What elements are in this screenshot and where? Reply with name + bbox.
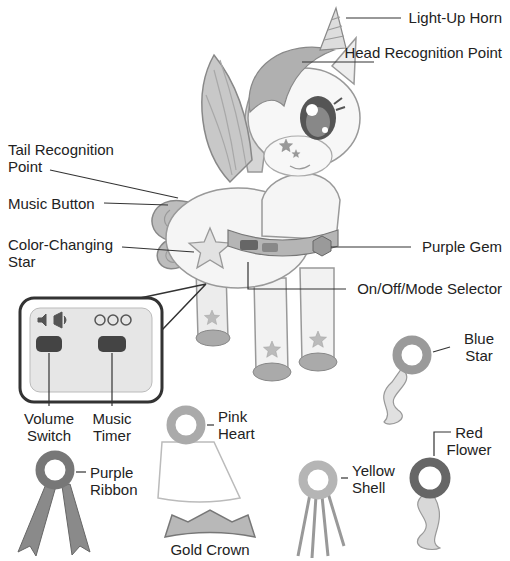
leader-line bbox=[341, 477, 348, 478]
wing-front bbox=[202, 55, 252, 182]
leader-line bbox=[122, 247, 194, 252]
hoof bbox=[299, 353, 337, 371]
music-timer-switch bbox=[98, 336, 126, 352]
hoof-star bbox=[309, 331, 326, 347]
purple-ribbon-ring bbox=[40, 455, 70, 485]
blue-star-ribbon bbox=[384, 368, 407, 424]
wing-feathers bbox=[206, 60, 246, 175]
part-label: Purple Ribbon bbox=[90, 464, 150, 498]
middle-leg bbox=[254, 278, 288, 372]
cheek-star bbox=[279, 139, 292, 152]
leader-line bbox=[302, 61, 374, 62]
eye-shine bbox=[322, 127, 328, 133]
purple-gem bbox=[313, 236, 331, 256]
body-star bbox=[189, 228, 231, 268]
collar bbox=[228, 230, 338, 256]
part-label: Light-Up Horn bbox=[360, 9, 502, 26]
eye-shine bbox=[306, 104, 318, 116]
purple-ribbons bbox=[18, 484, 90, 556]
label-slot: Yellow Shell bbox=[352, 462, 408, 496]
label-slot: Head Recognition Point bbox=[342, 44, 502, 61]
part-label: Pink Heart bbox=[218, 408, 266, 442]
mouth bbox=[290, 165, 310, 169]
lashes bbox=[334, 98, 345, 110]
muzzle bbox=[264, 136, 332, 176]
leader-line bbox=[433, 347, 450, 352]
timer-icon bbox=[121, 315, 131, 325]
part-label: Gold Crown bbox=[150, 541, 270, 558]
hoof bbox=[253, 363, 291, 381]
part-label: Volume Switch bbox=[18, 410, 80, 444]
label-slot: Music Timer bbox=[82, 410, 142, 444]
leader-line bbox=[104, 203, 168, 205]
timer-icon bbox=[108, 315, 118, 325]
leader-line bbox=[48, 353, 49, 406]
leader-line bbox=[50, 170, 178, 198]
yellow-shell-ring bbox=[303, 465, 333, 495]
gold-crown bbox=[165, 510, 255, 537]
eye bbox=[300, 96, 336, 140]
speaker-icon bbox=[38, 312, 66, 328]
label-slot: Light-Up Horn bbox=[360, 9, 502, 26]
yellow-shell-strands bbox=[298, 493, 344, 558]
horn bbox=[320, 8, 346, 50]
tutu bbox=[158, 442, 240, 502]
label-slot: Gold Crown bbox=[150, 541, 270, 558]
part-label: Purple Gem bbox=[360, 238, 502, 255]
label-slot: Color-Changing Star bbox=[8, 236, 128, 270]
hoof bbox=[196, 330, 230, 346]
part-label: On/Off/Mode Selector bbox=[300, 280, 502, 297]
label-slot: Music Button bbox=[8, 195, 118, 212]
inset-panel bbox=[20, 298, 162, 402]
label-slot: Purple Ribbon bbox=[90, 464, 150, 498]
hoof-star bbox=[204, 310, 219, 324]
part-label: Color-Changing Star bbox=[8, 236, 128, 270]
label-slot: Blue Star bbox=[455, 330, 503, 364]
label-slot: On/Off/Mode Selector bbox=[300, 280, 502, 297]
leader-line bbox=[207, 424, 214, 425]
leader-line bbox=[331, 246, 411, 247]
timer-icon bbox=[95, 315, 105, 325]
cheek-star bbox=[292, 150, 300, 158]
mode-buttons bbox=[240, 240, 258, 250]
pink-heart-ring bbox=[171, 410, 201, 440]
part-label: Red Flower bbox=[440, 424, 498, 458]
volume-switch bbox=[36, 336, 62, 352]
leader-line bbox=[248, 262, 346, 289]
part-label: Music Timer bbox=[82, 410, 142, 444]
part-label: Head Recognition Point bbox=[342, 44, 502, 61]
red-flower-ribbon bbox=[417, 494, 440, 550]
leader-line bbox=[76, 471, 86, 472]
part-label: Tail Recognition Point bbox=[8, 141, 133, 175]
horn-spiral bbox=[324, 17, 344, 40]
leader-line bbox=[111, 353, 112, 406]
front-leg bbox=[300, 268, 334, 362]
red-flower-ring bbox=[414, 462, 446, 494]
part-label: Blue Star bbox=[455, 330, 503, 364]
label-slot: Purple Gem bbox=[360, 238, 502, 255]
blue-star-ring bbox=[397, 340, 427, 370]
part-label: Yellow Shell bbox=[352, 462, 408, 496]
label-slot: Tail Recognition Point bbox=[8, 141, 133, 175]
label-slot: Pink Heart bbox=[218, 408, 266, 442]
part-label: Music Button bbox=[8, 195, 118, 212]
neck bbox=[262, 174, 340, 240]
mode-buttons bbox=[262, 243, 278, 252]
label-slot: Volume Switch bbox=[18, 410, 80, 444]
switch-plate bbox=[30, 308, 152, 392]
label-slot: Red Flower bbox=[440, 424, 498, 458]
hoof-star bbox=[263, 341, 280, 357]
leader-line bbox=[346, 17, 401, 18]
